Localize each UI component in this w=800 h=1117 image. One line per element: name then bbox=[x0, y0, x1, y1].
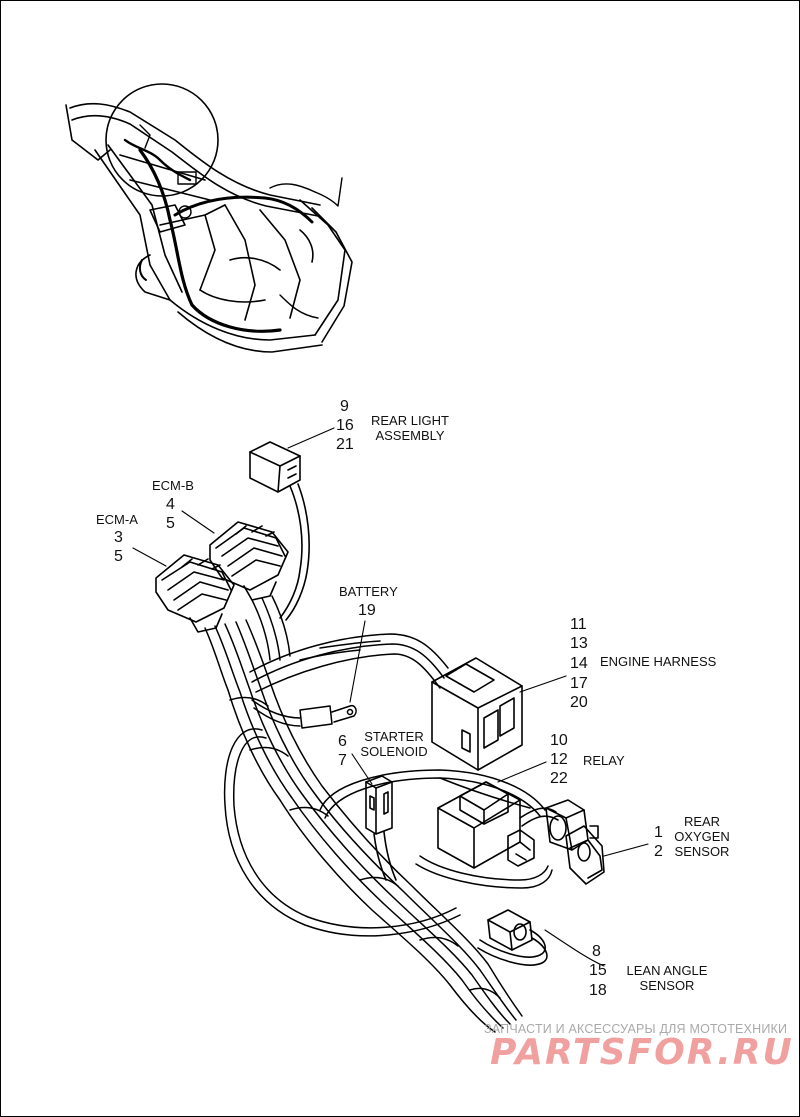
rear-light-connector bbox=[249, 441, 301, 493]
rear-light-label-line1: REAR LIGHT bbox=[370, 413, 449, 428]
starter-solenoid-label-line2: SOLENOID bbox=[360, 744, 428, 759]
rear-oxygen-label-line2: OXYGEN bbox=[674, 829, 730, 844]
rear-oxygen-number-2: 2 bbox=[654, 843, 663, 860]
engine-harness-number-1: 11 bbox=[570, 616, 587, 633]
battery-lead bbox=[251, 699, 357, 729]
main-harness-trunk bbox=[204, 595, 523, 1033]
engine-harness-number-2: 13 bbox=[570, 635, 588, 652]
relay-label: RELAY bbox=[583, 753, 625, 768]
lean-angle-label-line2: SENSOR bbox=[639, 978, 695, 993]
lean-angle-label-line1: LEAN ANGLE bbox=[626, 963, 708, 978]
relay-number-1: 10 bbox=[550, 732, 568, 749]
engine-harness-label: ENGINE HARNESS bbox=[600, 654, 717, 669]
ecm-b-label: ECM-B bbox=[152, 478, 194, 493]
rear-light-label-line2: ASSEMBLY bbox=[375, 428, 445, 443]
rear-light-number-1: 9 bbox=[340, 398, 349, 415]
ecm-b-number-2: 5 bbox=[166, 515, 175, 532]
ecm-a-label: ECM-A bbox=[96, 512, 138, 527]
starter-solenoid-number-2: 7 bbox=[338, 752, 347, 769]
engine-harness-number-5: 20 bbox=[570, 694, 588, 711]
battery-number: 19 bbox=[358, 602, 376, 619]
engine-harness-connector bbox=[431, 657, 523, 771]
rear-light-number-3: 21 bbox=[336, 436, 354, 453]
relay-wiring bbox=[319, 769, 553, 889]
relay-number-3: 22 bbox=[550, 770, 568, 787]
ecm-a-number-2: 5 bbox=[114, 548, 123, 565]
ecm-a-connector bbox=[155, 554, 235, 633]
rear-oxygen-connector bbox=[519, 799, 605, 885]
engine-harness-number-3: 14 bbox=[570, 655, 588, 672]
leader-lines bbox=[132, 427, 649, 967]
harness-loop bbox=[223, 728, 461, 937]
ecm-b-connector bbox=[209, 521, 289, 601]
lean-angle-number-3: 18 bbox=[589, 982, 607, 999]
lean-angle-number-2: 15 bbox=[589, 962, 607, 979]
ecm-a-number-1: 3 bbox=[114, 529, 123, 546]
lean-angle-number-1: 8 bbox=[592, 943, 601, 960]
rear-light-number-2: 16 bbox=[336, 417, 354, 434]
engine-harness-branch bbox=[249, 633, 449, 693]
starter-solenoid-number-1: 6 bbox=[338, 733, 347, 750]
rear-oxygen-number-1: 1 bbox=[654, 824, 663, 841]
watermark-logo: PARTSFOR.RU bbox=[490, 1032, 794, 1073]
rear-oxygen-label-line3: SENSOR bbox=[674, 844, 730, 859]
ecm-b-number-1: 4 bbox=[166, 496, 175, 513]
starter-solenoid-label-line1: STARTER bbox=[364, 729, 424, 744]
relay-number-2: 12 bbox=[550, 751, 568, 768]
motorcycle-frame-overview bbox=[65, 83, 353, 353]
starter-solenoid-connector bbox=[365, 775, 397, 881]
relay-unit bbox=[437, 781, 535, 869]
engine-harness-number-4: 17 bbox=[570, 675, 588, 692]
rear-light-wire bbox=[279, 483, 310, 621]
battery-label: BATTERY bbox=[339, 584, 398, 599]
lean-angle-sensor bbox=[477, 909, 548, 966]
rear-oxygen-label-line1: REAR bbox=[683, 814, 721, 829]
watermark-tagline: ЗАПЧАСТИ И АКСЕССУАРЫ ДЛЯ МОТОТЕХНИКИ bbox=[484, 1022, 788, 1036]
